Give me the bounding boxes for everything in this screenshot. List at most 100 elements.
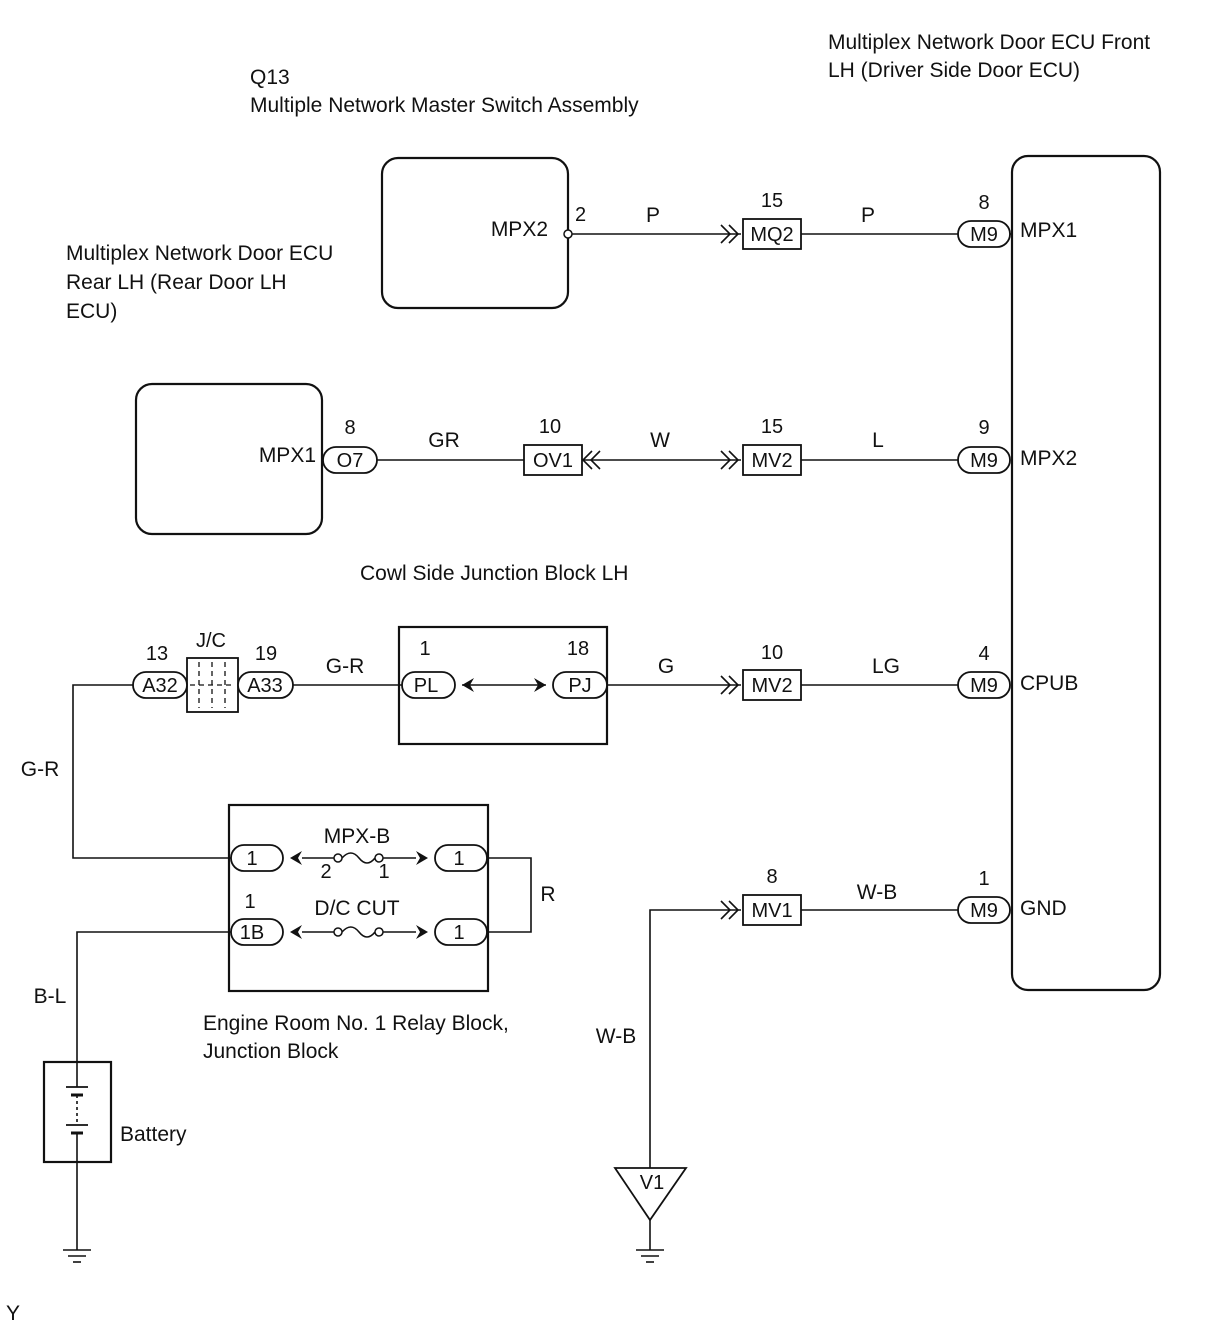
ground-v1-label: V1 bbox=[640, 1172, 664, 1194]
connector-mv1-label: MV1 bbox=[751, 900, 792, 922]
rear-mpx1-terminal: MPX1 bbox=[259, 444, 316, 467]
chevron-male-icon-mv1 bbox=[720, 900, 740, 920]
rear-ecu-label-3: ECU) bbox=[66, 300, 117, 323]
connector-m9-b-label: M9 bbox=[970, 450, 998, 472]
connector-jc-dashes bbox=[190, 662, 235, 708]
engine-relay-label-2: Junction Block bbox=[203, 1040, 339, 1063]
wire-label-g: G bbox=[658, 655, 674, 678]
connector-m9-d-label: M9 bbox=[970, 900, 998, 922]
pin-a32: 13 bbox=[146, 643, 168, 665]
pin-mq2: 15 bbox=[761, 190, 783, 212]
connector-m9-b bbox=[957, 446, 1011, 474]
wire-label-wb2: W-B bbox=[596, 1025, 636, 1048]
arrow-relay-1b-2-icon bbox=[290, 925, 302, 939]
chevron-female-icon-ov1 bbox=[581, 450, 601, 470]
wire-r-loop bbox=[486, 857, 532, 933]
arrow-pj-icon bbox=[534, 678, 546, 692]
pin-m9-b: 9 bbox=[978, 417, 989, 439]
rear-door-ecu-box bbox=[134, 382, 324, 536]
master-mpx2-terminal: MPX2 bbox=[491, 218, 548, 241]
pin-o7: 8 bbox=[344, 417, 355, 439]
connector-pj-label: PJ bbox=[568, 675, 591, 697]
battery-label: Battery bbox=[120, 1123, 187, 1146]
master-switch-label-1: Q13 bbox=[250, 66, 290, 89]
connector-a32 bbox=[132, 671, 188, 699]
connector-ov1-label: OV1 bbox=[533, 450, 573, 472]
connector-relay-1a-label: 1 bbox=[246, 848, 257, 870]
connector-relay-1b bbox=[434, 844, 488, 872]
pin-m9-c: 4 bbox=[978, 643, 989, 665]
wire-label-lg: LG bbox=[872, 655, 900, 678]
rear-ecu-label-1: Multiplex Network Door ECU bbox=[66, 242, 333, 265]
rear-ecu-label-2: Rear LH (Rear Door LH bbox=[66, 271, 287, 294]
pin-1b: 1 bbox=[244, 891, 255, 913]
ecu-gnd-terminal: GND bbox=[1020, 897, 1067, 920]
ecu-cpub-terminal: CPUB bbox=[1020, 672, 1078, 695]
battery-cells-icon bbox=[66, 1062, 88, 1162]
wire-label-gr2: G-R bbox=[326, 655, 365, 678]
connector-m9-a-label: M9 bbox=[970, 224, 998, 246]
pin-pl: 1 bbox=[419, 638, 430, 660]
connector-pj bbox=[552, 671, 608, 699]
connector-1b bbox=[230, 918, 284, 946]
fuse-mpxb-label: MPX-B bbox=[324, 825, 391, 848]
master-switch-label-2: Multiple Network Master Switch Assembly bbox=[250, 94, 639, 117]
wire-v1-to-mv1 bbox=[649, 909, 741, 1170]
wire-1b-to-battery bbox=[76, 931, 231, 1062]
cowl-jb-label: Cowl Side Junction Block LH bbox=[360, 562, 628, 585]
connector-1b-label: 1B bbox=[240, 922, 264, 944]
driver-ecu-label-2: LH (Driver Side Door ECU) bbox=[828, 59, 1080, 82]
arrow-relay-1c-icon bbox=[416, 925, 428, 939]
pin-pj: 18 bbox=[567, 638, 589, 660]
wire-label-r: R bbox=[540, 883, 555, 906]
ecu-mpx2-terminal: MPX2 bbox=[1020, 447, 1077, 470]
connector-relay-1a bbox=[230, 844, 284, 872]
pin-a33: 19 bbox=[255, 643, 277, 665]
pin-mv2-a: 15 bbox=[761, 416, 783, 438]
pin-m9-a: 8 bbox=[978, 192, 989, 214]
connector-mv2-a bbox=[742, 444, 802, 476]
connector-mv2-b-label: MV2 bbox=[751, 675, 792, 697]
chevron-male-icon-mq2 bbox=[720, 224, 740, 244]
connector-relay-1c bbox=[434, 918, 488, 946]
wire-label-l: L bbox=[872, 429, 884, 452]
connector-mv2-a-label: MV2 bbox=[751, 450, 792, 472]
connector-ov1 bbox=[523, 444, 583, 476]
connector-mv2-b bbox=[742, 669, 802, 701]
fuse-mpxb-icon bbox=[333, 852, 384, 864]
wire-a32-to-relay bbox=[72, 684, 231, 859]
connector-m9-a bbox=[957, 220, 1011, 248]
connector-pl-label: PL bbox=[414, 675, 438, 697]
chevron-male-icon-mv2-row2 bbox=[720, 450, 740, 470]
wire-label-p2: P bbox=[861, 204, 875, 227]
ground-icon-battery bbox=[63, 1249, 91, 1263]
connector-m9-c-label: M9 bbox=[970, 675, 998, 697]
terminal-dot-master bbox=[563, 229, 573, 239]
connector-o7 bbox=[322, 446, 378, 474]
connector-m9-d bbox=[957, 896, 1011, 924]
connector-pl bbox=[401, 671, 456, 699]
ground-icon-v1 bbox=[636, 1249, 664, 1263]
wire-label-w: W bbox=[650, 429, 670, 452]
connector-mq2 bbox=[742, 218, 802, 250]
driver-ecu-label-1: Multiplex Network Door ECU Front bbox=[828, 31, 1150, 54]
connector-relay-1c-label: 1 bbox=[453, 922, 464, 944]
ecu-mpx1-terminal: MPX1 bbox=[1020, 219, 1077, 242]
pin-master-2: 2 bbox=[575, 204, 586, 226]
connector-m9-c bbox=[957, 671, 1011, 699]
pin-ov1: 10 bbox=[539, 416, 561, 438]
driver-door-ecu-box bbox=[1010, 154, 1162, 992]
arrow-relay-1b-icon bbox=[416, 851, 428, 865]
wire-label-gr-left: G-R bbox=[21, 758, 60, 781]
wire-label-wb1: W-B bbox=[857, 881, 897, 904]
wire-label-bl: B-L bbox=[34, 985, 67, 1008]
arrow-pl-icon bbox=[462, 678, 474, 692]
pin-fuse-in: 2 bbox=[320, 861, 331, 883]
pin-fuse-out: 1 bbox=[378, 861, 389, 883]
connector-o7-label: O7 bbox=[337, 450, 364, 472]
connector-jc-label: J/C bbox=[196, 630, 226, 652]
wire-label-gr: GR bbox=[428, 429, 460, 452]
footer-code: Y bbox=[6, 1302, 20, 1325]
pin-mv2-b: 10 bbox=[761, 642, 783, 664]
